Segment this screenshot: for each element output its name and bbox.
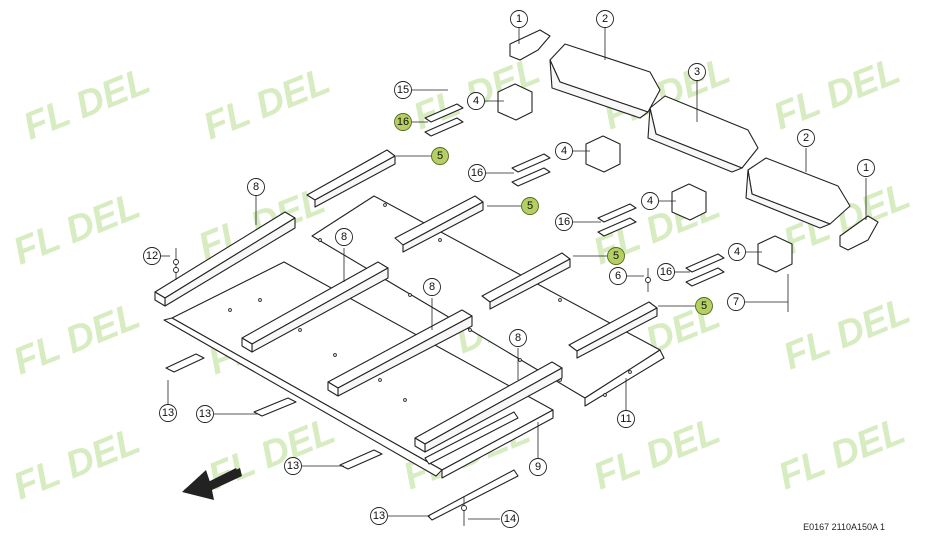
callout-label: 11 [620,413,631,425]
callout-4: 4 [467,92,485,110]
callout-label: 8 [253,181,259,193]
callout-1: 1 [510,10,528,28]
callout-14: 14 [501,510,519,528]
callout-7: 7 [727,293,745,311]
callout-13: 13 [370,507,388,525]
callout-label: 6 [615,270,621,282]
watermark-logo: FL DEL [18,60,156,149]
callout-5-highlighted: 5 [607,247,625,265]
callout-label: 13 [373,510,385,522]
callout-label: 4 [734,246,740,258]
watermark-logo: FL DEL [8,420,146,509]
shims-16 [424,103,725,287]
callout-13: 13 [284,457,302,475]
direction-arrow-icon [182,468,242,500]
watermark-logo: FL DEL [773,410,911,499]
callout-4: 4 [641,192,659,210]
fasteners [173,248,789,526]
watermark-logo: FL DEL [8,185,146,274]
callout-8: 8 [335,228,353,246]
callout-16: 16 [468,164,486,182]
callout-label: 8 [515,332,521,344]
callout-label: 5 [701,300,707,312]
callout-1: 1 [857,159,875,177]
bracket-4c [671,183,707,221]
callout-5-highlighted: 5 [695,297,713,315]
callout-16-highlighted: 16 [394,113,412,131]
lower-bars-13 [165,353,519,521]
callout-label: 2 [803,132,809,144]
callout-label: 7 [733,296,739,308]
callout-13: 13 [159,404,177,422]
watermark-logo: FL DEL [203,410,341,499]
callout-8: 8 [247,178,265,196]
callout-label: 8 [429,281,435,293]
callout-9: 9 [529,458,547,476]
callout-label: 16 [471,167,483,179]
fairing-2-right [745,157,851,229]
callout-4: 4 [555,142,573,160]
drawing-code-label: E0167 2110A150A 1 [803,522,885,532]
callout-label: 12 [146,250,158,262]
callout-label: 5 [613,250,619,262]
callout-label: 16 [397,116,409,128]
callout-5-highlighted: 5 [521,197,539,215]
beam-8a [154,211,296,307]
callout-label: 13 [162,407,174,419]
beam-8d [414,361,563,453]
watermark-logo: FL DEL [8,295,146,384]
callout-label: 3 [694,66,700,78]
callout-label: 4 [473,95,479,107]
callout-label: 2 [602,13,608,25]
callout-label: 5 [527,200,533,212]
callout-label: 14 [504,513,516,525]
callout-2: 2 [596,10,614,28]
callout-15: 15 [394,81,412,99]
callout-label: 15 [397,84,409,96]
callout-12: 12 [143,247,161,265]
leader-lines [160,28,867,520]
callout-16: 16 [657,263,675,281]
callout-6: 6 [609,267,627,285]
beam-8b [241,261,389,353]
bracket-4b [585,135,621,173]
callout-label: 16 [558,216,570,228]
callout-3: 3 [688,63,706,81]
callout-4: 4 [728,243,746,261]
bracket-4d [757,235,793,273]
callout-5-highlighted: 5 [431,147,449,165]
callout-11: 11 [617,410,635,428]
fairing-3 [647,95,759,173]
callout-8: 8 [509,329,527,347]
cross-bars-5 [306,149,658,359]
watermark-logo: FL DEL [768,50,906,139]
callout-label: 4 [647,195,653,207]
end-cap-1-right [839,215,879,251]
bracket-4a [497,83,533,121]
callout-label: 13 [199,408,211,420]
beam-8c [327,309,473,397]
callout-label: 4 [561,145,567,157]
callout-label: 5 [437,150,443,162]
callout-8: 8 [423,278,441,296]
watermark-logo: FL DEL [198,60,336,149]
callout-label: 1 [516,13,522,25]
callout-13: 13 [196,405,214,423]
callout-label: 8 [341,231,347,243]
end-cap-1-top [509,29,551,61]
watermark-logo: FL DEL [588,410,726,499]
callout-2: 2 [797,129,815,147]
callout-label: 1 [863,162,869,174]
fairing-2-left [549,43,661,119]
callout-16: 16 [555,213,573,231]
callout-label: 13 [287,460,299,472]
callout-label: 16 [660,266,672,278]
watermark-logo: FL DEL [778,290,916,379]
callout-label: 9 [535,461,541,473]
